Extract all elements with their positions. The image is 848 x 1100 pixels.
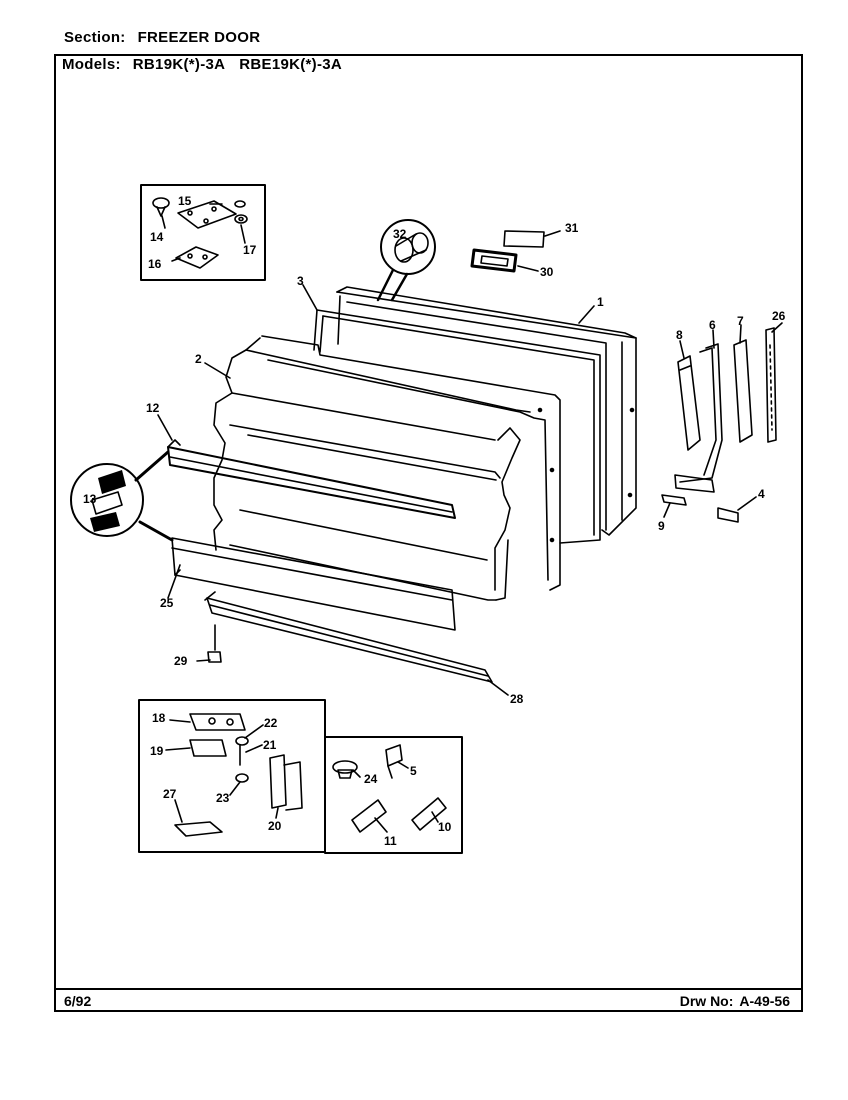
callout-18: 18 <box>152 711 166 725</box>
part-30-bracket <box>470 248 518 273</box>
section-header: Section: FREEZER DOOR <box>64 29 260 46</box>
models-label: Models: <box>62 56 121 73</box>
callout-26: 26 <box>772 309 786 323</box>
outer-door-panel <box>336 286 637 536</box>
callout-31: 31 <box>565 221 579 235</box>
bumper-24 <box>332 760 358 779</box>
callout-27: 27 <box>163 787 177 801</box>
drawing-number-value: A-49-56 <box>739 993 790 1009</box>
bracket-10 <box>411 797 447 831</box>
shim-9 <box>661 494 687 506</box>
callout-2: 2 <box>195 352 202 366</box>
drawing-number: Drw No: A-49-56 <box>680 993 790 1009</box>
callout-4: 4 <box>758 487 765 501</box>
bracket-11 <box>351 799 387 833</box>
callout-25: 25 <box>160 596 174 610</box>
callout-21: 21 <box>263 738 277 752</box>
top-hinge-assembly <box>152 197 248 269</box>
callout-32: 32 <box>393 227 407 241</box>
callout-30: 30 <box>540 265 554 279</box>
handle-7 <box>733 339 753 443</box>
section-value: FREEZER DOOR <box>137 29 261 46</box>
footer-divider <box>54 988 803 990</box>
callout-22: 22 <box>264 716 278 730</box>
callout-12: 12 <box>146 401 160 415</box>
models-header: Models: RB19K(*)-3A RBE19K(*)-3A <box>62 56 342 73</box>
callout-6: 6 <box>709 318 716 332</box>
model-number-1: RB19K(*)-3A <box>132 56 226 73</box>
callout-17: 17 <box>243 243 257 257</box>
section-label: Section: <box>64 29 126 46</box>
callout-29: 29 <box>174 654 188 668</box>
part-31-label <box>503 230 545 248</box>
callout-13: 13 <box>83 492 97 506</box>
callout-24: 24 <box>364 772 378 786</box>
part-13-magnifier <box>70 450 174 542</box>
part-32-magnifier <box>376 219 436 302</box>
callout-28: 28 <box>510 692 524 706</box>
callout-16: 16 <box>148 257 162 271</box>
drawing-frame <box>54 54 803 1012</box>
parts-inset-box-right <box>324 736 463 854</box>
callout-11: 11 <box>384 834 397 848</box>
callout-7: 7 <box>737 314 744 328</box>
door-stop-8 <box>677 355 701 451</box>
callout-1: 1 <box>597 295 604 309</box>
model-number-2: RBE19K(*)-3A <box>239 56 343 73</box>
door-gasket <box>313 309 601 544</box>
callout-20: 20 <box>268 819 282 833</box>
hinge-inset-box-lower <box>138 699 326 853</box>
callout-19: 19 <box>150 744 164 758</box>
upper-door-shelf <box>167 439 456 519</box>
callout-3: 3 <box>297 274 304 288</box>
screw-29 <box>207 624 222 663</box>
lower-hinge-assembly <box>174 713 303 837</box>
callout-10: 10 <box>438 820 452 834</box>
callout-9: 9 <box>658 519 665 533</box>
callout-14: 14 <box>150 230 164 244</box>
door-liner <box>213 335 561 601</box>
drawing-number-label: Drw No: <box>679 993 734 1009</box>
callout-8: 8 <box>676 328 683 342</box>
plug-4 <box>717 507 739 523</box>
fastener-5 <box>385 744 403 779</box>
bottom-door-trim <box>204 591 493 683</box>
handle-26 <box>765 327 777 443</box>
callout-15: 15 <box>178 194 192 208</box>
drawing-date: 6/92 <box>64 993 92 1009</box>
callout-23: 23 <box>216 791 230 805</box>
hinge-inset-box <box>140 184 266 281</box>
callout-5: 5 <box>410 764 417 778</box>
hinge-bracket-6 <box>674 343 723 493</box>
